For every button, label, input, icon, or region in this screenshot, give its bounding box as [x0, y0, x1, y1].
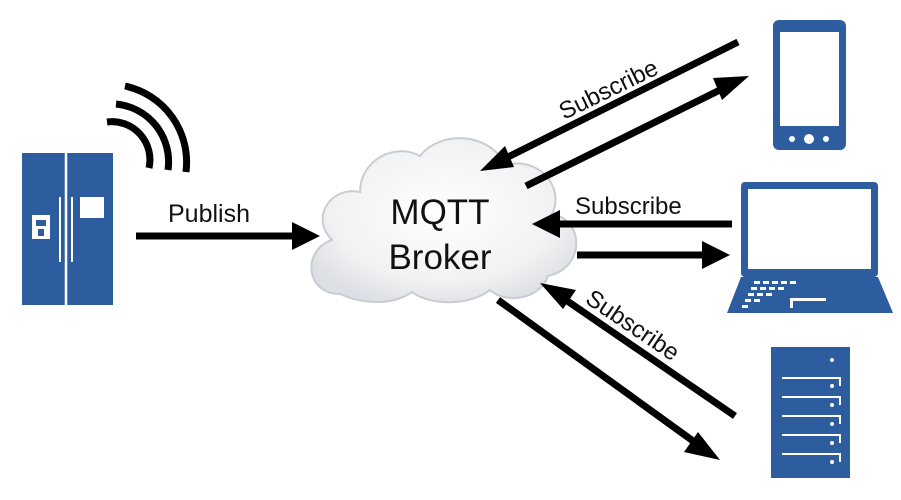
publish-arrow [136, 222, 320, 250]
subscribe-label-server: Subscribe [581, 285, 685, 367]
wireless-signal-icon [106, 82, 191, 173]
subscribe-arrow-laptop-in [532, 210, 732, 238]
laptop-icon [727, 182, 893, 313]
cloud-icon [310, 137, 578, 304]
publish-arrow-server-out [495, 297, 720, 460]
subscribe-arrow-server-in [540, 283, 737, 419]
broker-title-line2: Broker [388, 238, 491, 277]
smartphone-icon [773, 20, 846, 150]
publish-arrow-laptop-out [577, 241, 730, 269]
server-icon [771, 347, 850, 478]
subscribe-arrow-phone-in [480, 38, 740, 171]
publish-label: Publish [168, 200, 250, 228]
publish-arrow-phone-out [524, 76, 749, 190]
refrigerator-icon [22, 153, 113, 305]
subscribe-label-laptop: Subscribe [575, 193, 682, 220]
broker-title-line1: MQTT [390, 193, 489, 232]
